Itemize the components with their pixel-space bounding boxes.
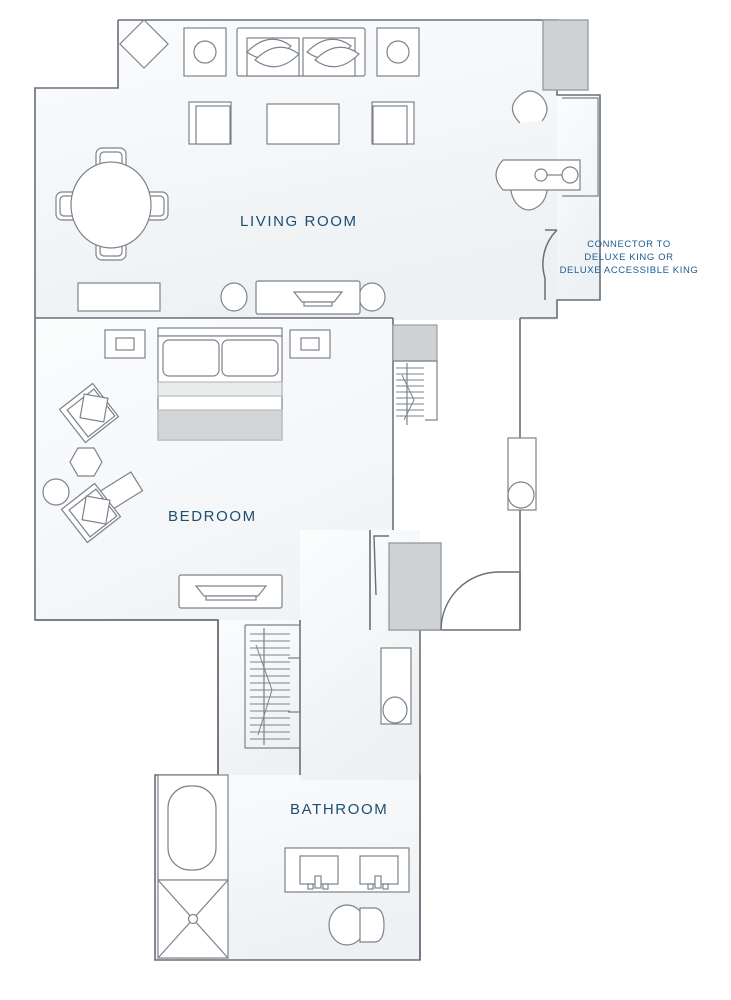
coffee-table <box>266 103 340 145</box>
connector-note: CONNECTOR TO DELUXE KING OR DELUXE ACCES… <box>548 238 710 277</box>
living-room-furniture <box>55 19 599 315</box>
round-stool-left <box>220 282 248 312</box>
armchair-left <box>183 27 227 77</box>
bathroom-fixtures <box>157 647 412 959</box>
room-label-bathroom: BATHROOM <box>290 801 389 818</box>
nightstand-right <box>289 329 331 359</box>
round-dining-table-4-chairs <box>55 147 169 261</box>
lounge-chair-right <box>371 101 415 145</box>
accent-chair-upper <box>58 382 120 444</box>
hex-side-table <box>69 447 103 477</box>
nightstand-left <box>104 329 146 359</box>
toilet <box>328 904 385 946</box>
linen-closet <box>380 647 412 725</box>
bathtub <box>157 774 229 881</box>
armchair-right <box>376 27 420 77</box>
entry-area <box>373 535 521 631</box>
console-with-lamp <box>507 437 537 511</box>
tv-console <box>255 280 361 315</box>
connector-line-2: DELUXE KING OR <box>584 252 674 263</box>
connector-door-swing <box>542 229 558 300</box>
room-label-bedroom: BEDROOM <box>168 508 257 525</box>
round-ottoman <box>42 478 70 506</box>
credenza <box>77 282 161 312</box>
connector-line-1: CONNECTOR TO <box>587 239 671 250</box>
double-vanity <box>284 847 410 893</box>
structural-shaft <box>373 535 442 631</box>
bedroom-furniture <box>42 324 537 609</box>
connector-line-3: DELUXE ACCESSIBLE KING <box>559 265 699 276</box>
round-stool-right <box>358 282 386 312</box>
bedroom-wardrobe-closet <box>392 324 438 475</box>
vestibule-partition <box>562 97 599 197</box>
king-bed <box>157 327 283 441</box>
sofa-with-cushions <box>236 27 366 77</box>
dresser-tv-console <box>178 574 283 609</box>
sink-left <box>299 855 339 890</box>
desk-with-chair <box>495 90 581 211</box>
lounge-chair-left <box>188 101 232 145</box>
diamond-side-table <box>119 19 169 69</box>
accent-chair-lower <box>60 482 122 544</box>
shower <box>157 879 229 959</box>
entry-door-swing <box>440 571 521 631</box>
room-label-living-room: LIVING ROOM <box>240 213 358 230</box>
walk-in-closet <box>244 624 301 749</box>
sink-right <box>359 855 399 890</box>
